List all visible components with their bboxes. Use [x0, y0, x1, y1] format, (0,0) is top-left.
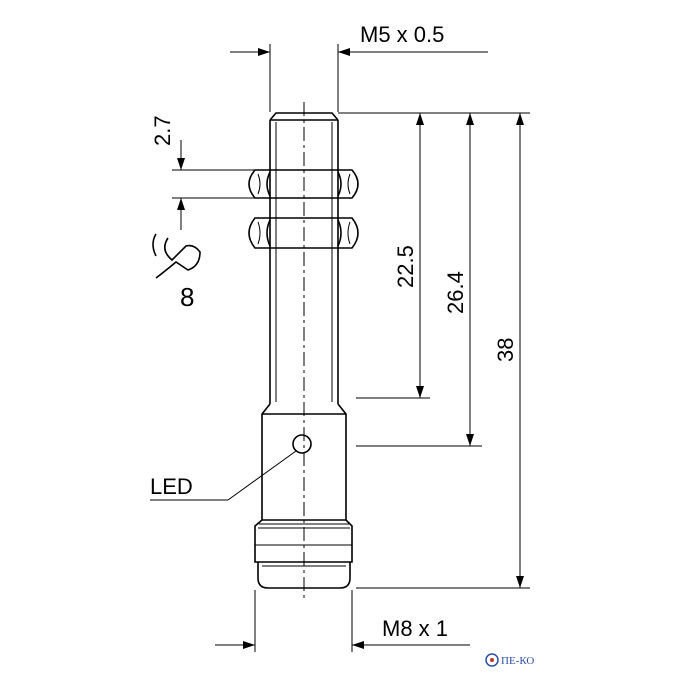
led-label: LED — [150, 474, 193, 499]
length-dimensions: 22.5 26.4 38 — [338, 112, 530, 589]
wrench-size-label: 8 — [180, 282, 194, 312]
bottom-thread-dimension: M8 x 1 — [215, 590, 470, 652]
connector — [254, 519, 353, 589]
lower-nut — [248, 217, 359, 249]
top-thread-label: M5 x 0.5 — [360, 22, 444, 47]
bottom-thread-label: M8 x 1 — [382, 616, 448, 641]
logo-text: ПЕ-КО — [501, 655, 534, 667]
wrench-icon: 8 — [152, 233, 201, 312]
logo: ПЕ-КО — [485, 653, 534, 667]
length-26-4-label: 26.4 — [443, 271, 468, 314]
led-callout: LED — [150, 450, 297, 501]
length-22-5-label: 22.5 — [393, 245, 418, 288]
led-indicator — [292, 434, 312, 454]
upper-nut — [248, 169, 359, 199]
total-length-label: 38 — [493, 338, 518, 362]
sensor-housing — [261, 403, 347, 520]
nut-thickness-label: 2.7 — [150, 115, 175, 146]
top-thread-dimension: M5 x 0.5 — [230, 22, 488, 112]
nut-thickness-dimension: 2.7 — [150, 115, 255, 230]
